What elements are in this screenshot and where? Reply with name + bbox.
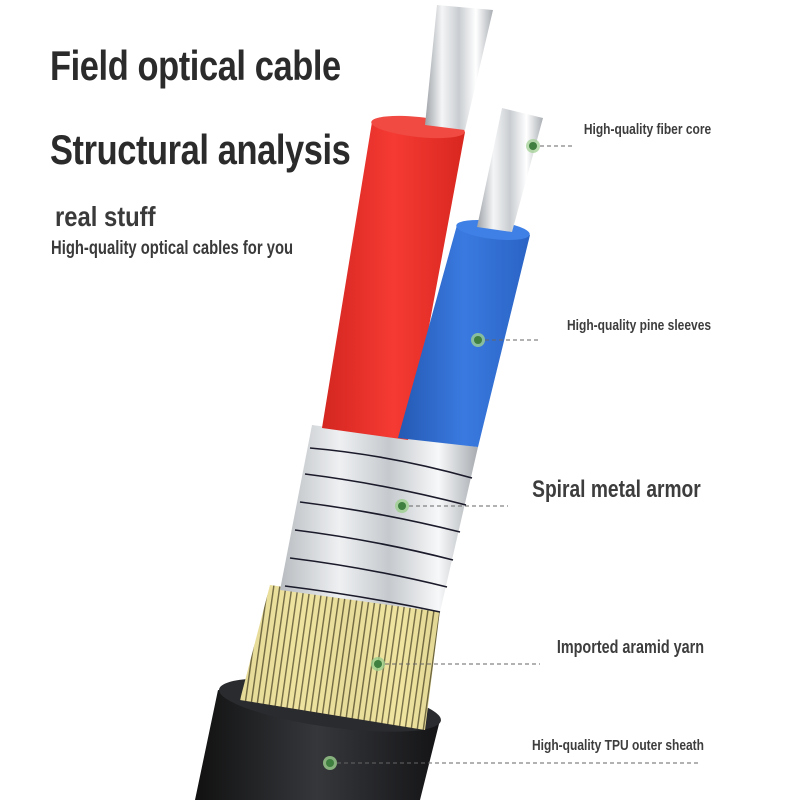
page-subtitle: Structural analysis — [50, 126, 351, 173]
page-title: Field optical cable — [50, 42, 341, 89]
aramid-yarn-layer — [240, 585, 440, 730]
callout-markers — [323, 139, 540, 770]
callout-spiral-armor: Spiral metal armor — [532, 476, 701, 503]
fiber-core-1 — [425, 5, 493, 130]
fiber-core-2 — [477, 108, 543, 232]
tagline: High-quality optical cables for you — [51, 238, 294, 259]
callout-pine-sleeves: High-quality pine sleeves — [566, 317, 711, 334]
callout-tpu-sheath: High-quality TPU outer sheath — [531, 737, 704, 754]
callout-fiber-core: High-quality fiber core — [583, 121, 711, 138]
spiral-armor-layer — [280, 425, 478, 613]
callout-aramid-yarn: Imported aramid yarn — [556, 637, 704, 657]
section-heading: real stuff — [55, 201, 156, 232]
leader-lines — [330, 145, 700, 764]
